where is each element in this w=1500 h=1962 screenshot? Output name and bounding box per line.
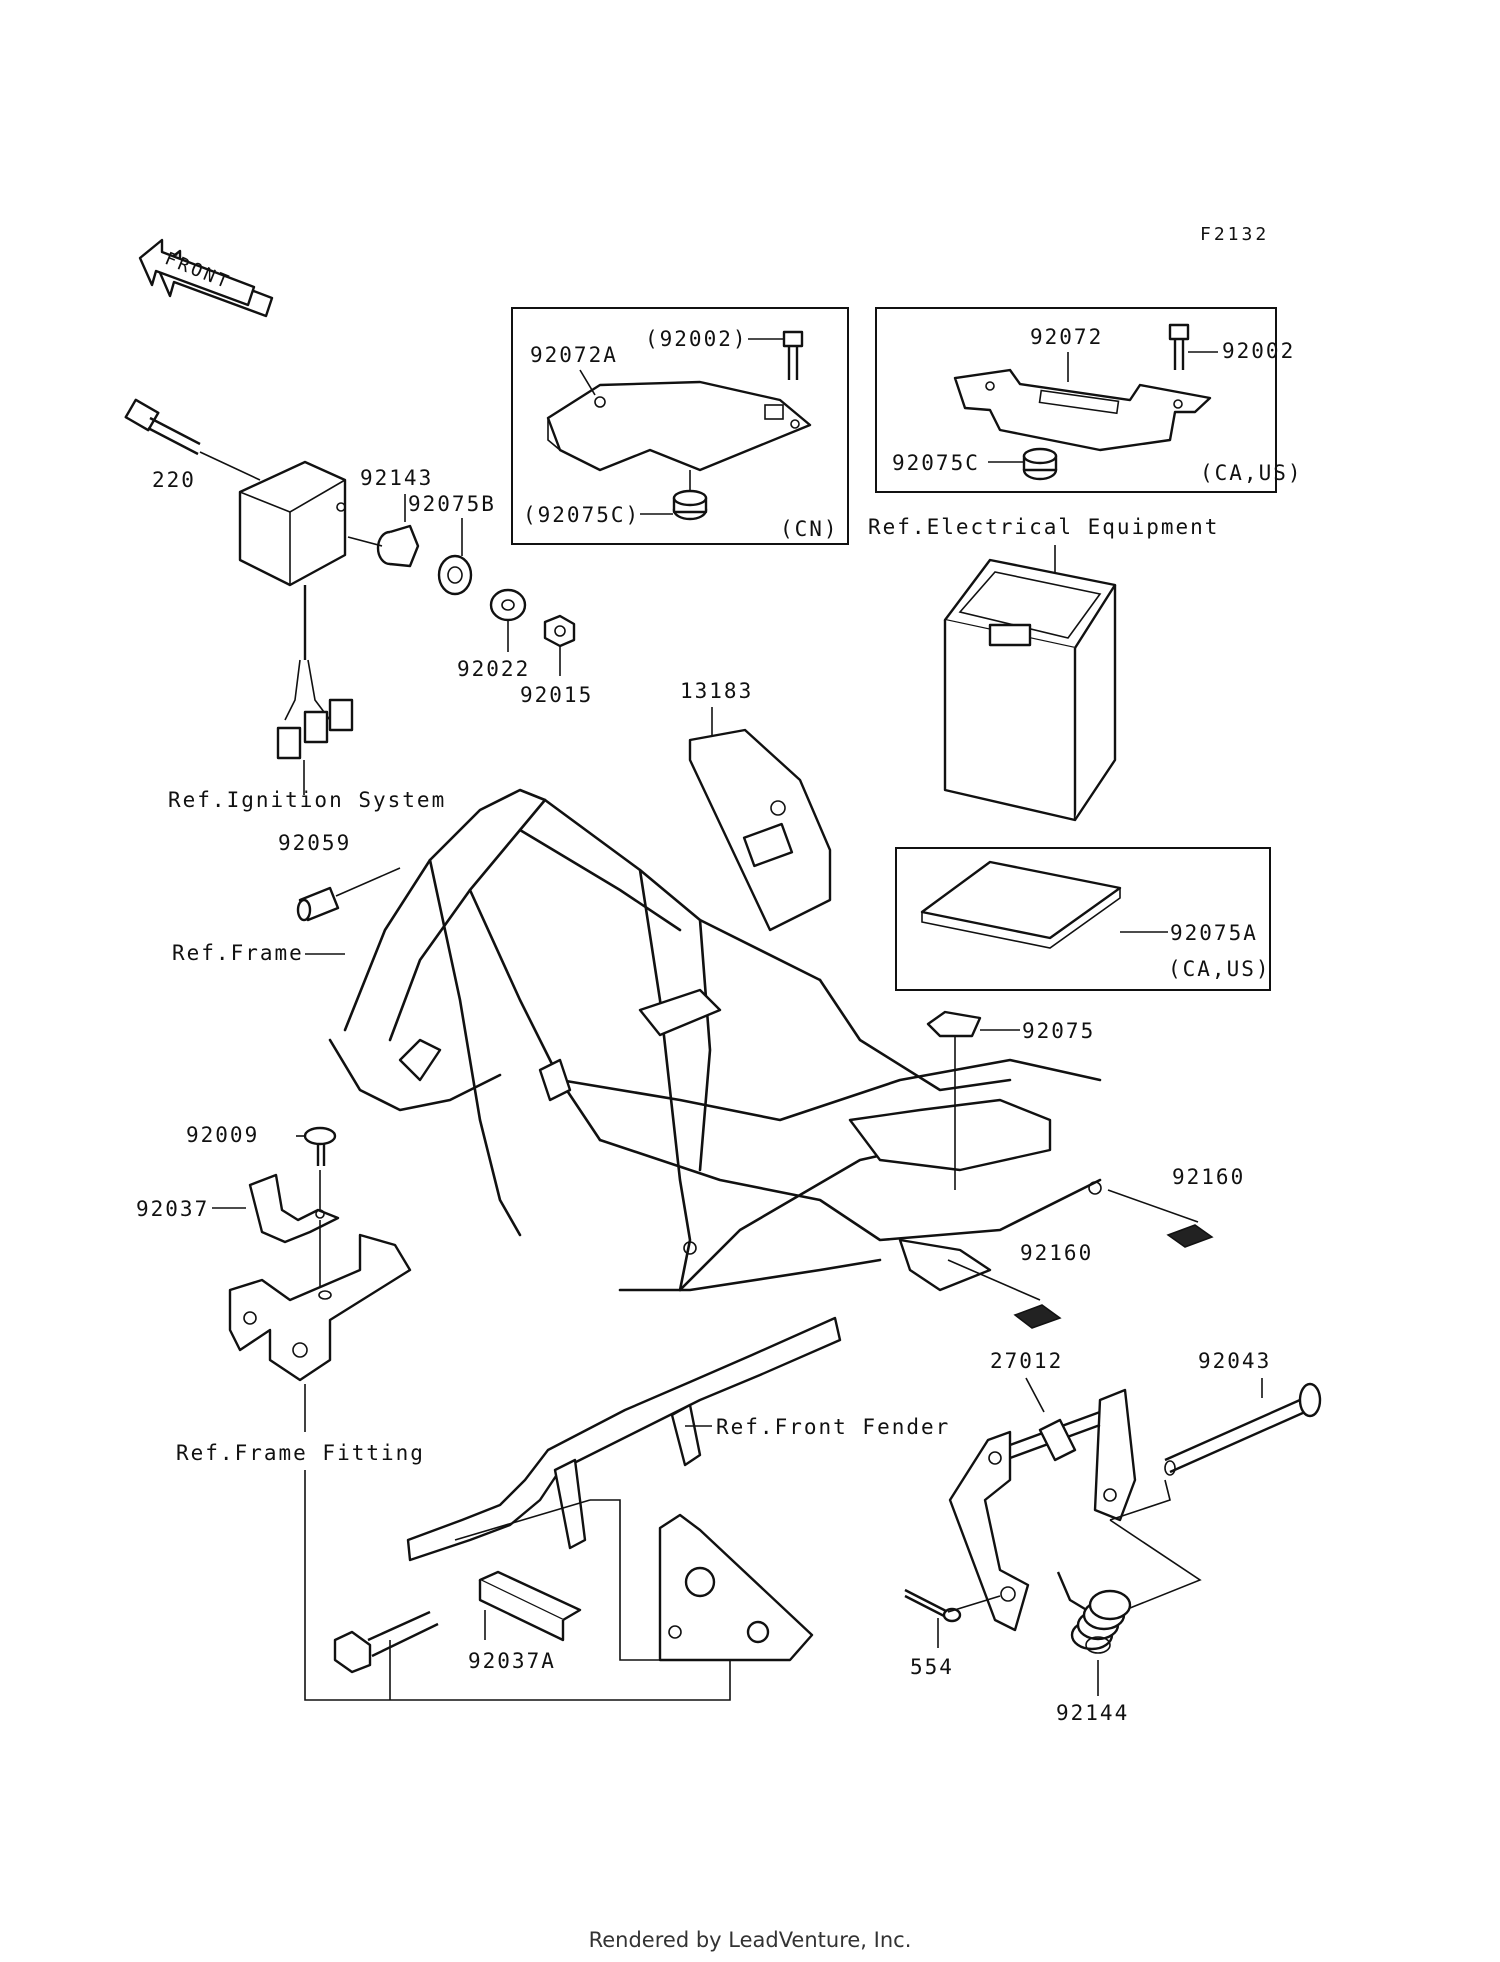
pad-92160-b: [1013, 1304, 1062, 1329]
tow-bracket-27012: [948, 1388, 1137, 1632]
part-92002-cn: (92002): [645, 327, 748, 351]
main-frame: [328, 788, 1102, 1292]
spacer-92037A: [478, 1570, 582, 1642]
bolt-92002-cn: [782, 330, 804, 380]
part-92160-b: 92160: [1020, 1241, 1093, 1265]
ref-frame-fitting: Ref.Frame Fitting: [176, 1441, 425, 1465]
clamp-92037: [248, 1173, 340, 1244]
bushing-92143: [376, 524, 420, 568]
grommet-92075B: [437, 554, 473, 596]
washer-92022: [489, 588, 527, 622]
part-13183: 13183: [680, 679, 753, 703]
part-92037: 92037: [136, 1197, 209, 1221]
pin-92043: [1164, 1382, 1322, 1476]
part-92059: 92059: [278, 831, 351, 855]
part-92043: 92043: [1198, 1349, 1271, 1373]
part-92072: 92072: [1030, 325, 1103, 349]
part-92075: 92075: [1022, 1019, 1095, 1043]
battery-bracket-92072: [953, 368, 1212, 452]
pin-92059: [296, 886, 340, 922]
part-92075A: 92075A: [1170, 921, 1258, 945]
cap-92075: [926, 1010, 982, 1038]
battery-bracket-92072A: [546, 380, 812, 472]
part-92075C: 92075C: [892, 451, 980, 475]
part-92144: 92144: [1056, 1701, 1129, 1725]
battery: [943, 558, 1117, 822]
battery-cover-13183: [688, 728, 832, 932]
mounting-plate: [658, 1513, 814, 1662]
bolt-220: [124, 398, 261, 481]
ref-ignition-system: Ref.Ignition System: [168, 788, 446, 812]
bolt-92002: [1168, 323, 1190, 370]
part-554: 554: [910, 1655, 954, 1679]
pad-92075A: [920, 860, 1122, 949]
ca-us-pad-box: [895, 847, 1271, 991]
ref-front-fender: Ref.Front Fender: [716, 1415, 950, 1439]
ref-frame: Ref.Frame: [172, 941, 304, 965]
bolt-front: [333, 1610, 439, 1674]
screw-92009: [303, 1126, 337, 1166]
ignitor-unit: [238, 460, 354, 760]
front-fender-stay: [406, 1316, 842, 1562]
nut-92015: [543, 614, 576, 648]
front-arrow-icon: FRONT: [138, 238, 274, 318]
frame-fitting-bracket: [228, 1233, 412, 1382]
part-92075B: 92075B: [408, 492, 496, 516]
figure-code: F2132: [1200, 224, 1269, 245]
part-92015: 92015: [520, 683, 593, 707]
tag-ca-us-1: (CA,US): [1200, 461, 1303, 485]
footer-credit: Rendered by LeadVenture, Inc.: [588, 1928, 912, 1952]
part-92143: 92143: [360, 466, 433, 490]
tag-cn: (CN): [780, 517, 839, 541]
part-92022: 92022: [457, 657, 530, 681]
part-27012: 27012: [990, 1349, 1063, 1373]
grommet-92075C: [1022, 447, 1058, 481]
ref-electrical-equipment: Ref.Electrical Equipment: [868, 515, 1219, 539]
part-92009: 92009: [186, 1123, 259, 1147]
cn-variant-box: [511, 307, 849, 545]
part-92037A: 92037A: [468, 1649, 556, 1673]
spring-92144: [1056, 1571, 1132, 1654]
part-92002: 92002: [1222, 339, 1295, 363]
grommet-92075C-cn: [672, 489, 708, 521]
part-92072A: 92072A: [530, 343, 618, 367]
cotter-pin-554: [904, 1588, 962, 1623]
tag-ca-us-2: (CA,US): [1168, 957, 1271, 981]
ca-us-variant-box: [875, 307, 1277, 493]
part-92075C-cn: (92075C): [523, 503, 640, 527]
pad-92160-a: [1166, 1224, 1214, 1248]
part-220: 220: [152, 468, 196, 492]
part-92160-a: 92160: [1172, 1165, 1245, 1189]
